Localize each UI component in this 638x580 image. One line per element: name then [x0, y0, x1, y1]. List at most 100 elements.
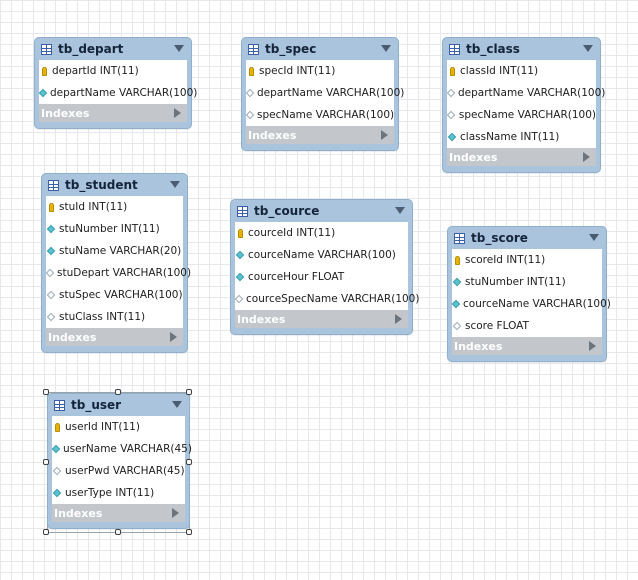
collapse-arrow-icon[interactable] [395, 207, 405, 214]
expand-arrow-icon[interactable] [381, 130, 388, 140]
column-row[interactable]: courceName VARCHAR(100) [451, 293, 611, 315]
column-label: courceName VARCHAR(100) [463, 298, 611, 310]
table-tb_spec[interactable]: tb_spec specId INT(11) departName VARCHA… [241, 37, 404, 151]
resize-handle-bottom[interactable] [115, 529, 121, 535]
resize-handle-left[interactable] [43, 459, 49, 465]
column-label: departName VARCHAR(100) [458, 87, 606, 99]
table-header[interactable]: tb_class [447, 38, 596, 60]
collapse-arrow-icon[interactable] [381, 45, 391, 52]
indexes-section[interactable]: Indexes [46, 328, 183, 346]
column-row[interactable]: classId INT(11) [447, 60, 596, 82]
column-label: stuClass INT(11) [59, 311, 146, 323]
column-label: specName VARCHAR(100) [257, 109, 395, 121]
indexes-label: Indexes [454, 339, 503, 353]
column-row[interactable]: specName VARCHAR(100) [245, 104, 395, 126]
table-tb_class[interactable]: tb_class classId INT(11) departName VARC… [442, 37, 605, 173]
nullable-column-icon [234, 294, 244, 304]
table-icon [248, 43, 259, 55]
collapse-arrow-icon[interactable] [589, 234, 599, 241]
column-row[interactable]: score FLOAT [452, 315, 602, 337]
collapse-arrow-icon[interactable] [172, 401, 182, 408]
column-row[interactable]: userId INT(11) [52, 416, 185, 438]
not-null-column-icon [452, 277, 462, 287]
table-tb_depart[interactable]: tb_depart departId INT(11) departName VA… [34, 37, 197, 129]
column-row[interactable]: departName VARCHAR(100) [446, 82, 605, 104]
column-row[interactable]: scoreId INT(11) [452, 249, 602, 271]
column-label: classId INT(11) [460, 65, 539, 77]
column-label: courceName VARCHAR(100) [248, 249, 396, 261]
primary-key-icon [248, 66, 254, 76]
table-icon [454, 232, 465, 244]
table-header[interactable]: tb_depart [39, 38, 187, 60]
table-header[interactable]: tb_score [452, 227, 602, 249]
table-icon [54, 399, 65, 411]
primary-key-icon [41, 66, 47, 76]
column-row[interactable]: departName VARCHAR(100) [38, 82, 197, 104]
table-tb_student[interactable]: tb_student stuId INT(11) stuNumber INT(1… [41, 173, 191, 353]
column-row[interactable]: stuName VARCHAR(20) [46, 240, 183, 262]
expand-arrow-icon[interactable] [395, 314, 402, 324]
column-row[interactable]: courceId INT(11) [235, 222, 408, 244]
column-row[interactable]: stuNumber INT(11) [46, 218, 183, 240]
resize-handle-bottom-left[interactable] [43, 529, 49, 535]
collapse-arrow-icon[interactable] [583, 45, 593, 52]
nullable-column-icon [52, 466, 62, 476]
expand-arrow-icon[interactable] [172, 508, 179, 518]
column-row[interactable]: userType INT(11) [52, 482, 185, 504]
indexes-section[interactable]: Indexes [52, 504, 185, 522]
column-label: userId INT(11) [65, 421, 140, 433]
column-row[interactable]: stuClass INT(11) [46, 306, 183, 328]
table-icon [449, 43, 460, 55]
table-tb_user[interactable]: tb_user userId INT(11) userName VARCHAR(… [47, 393, 192, 529]
column-row[interactable]: userName VARCHAR(45) [51, 438, 192, 460]
column-row[interactable]: userPwd VARCHAR(45) [52, 460, 185, 482]
column-row[interactable]: stuId INT(11) [46, 196, 183, 218]
column-row[interactable]: stuNumber INT(11) [452, 271, 602, 293]
column-row[interactable]: departId INT(11) [39, 60, 187, 82]
expand-arrow-icon[interactable] [170, 332, 177, 342]
table-header[interactable]: tb_user [52, 394, 185, 416]
indexes-section[interactable]: Indexes [39, 104, 187, 122]
resize-handle-right[interactable] [186, 459, 192, 465]
nullable-column-icon [46, 290, 56, 300]
table-header[interactable]: tb_student [46, 174, 183, 196]
indexes-section[interactable]: Indexes [452, 337, 602, 355]
column-row[interactable]: specName VARCHAR(100) [447, 104, 596, 126]
column-row[interactable]: specId INT(11) [246, 60, 394, 82]
nullable-column-icon [446, 88, 456, 98]
collapse-arrow-icon[interactable] [170, 181, 180, 188]
not-null-column-icon [235, 272, 245, 282]
indexes-section[interactable]: Indexes [235, 310, 408, 328]
table-name: tb_spec [265, 42, 317, 56]
expand-arrow-icon[interactable] [174, 108, 181, 118]
expand-arrow-icon[interactable] [589, 341, 596, 351]
table-header[interactable]: tb_spec [246, 38, 394, 60]
resize-handle-top-right[interactable] [186, 389, 192, 395]
resize-handle-bottom-right[interactable] [186, 529, 192, 535]
indexes-section[interactable]: Indexes [447, 148, 596, 166]
column-row[interactable]: className INT(11) [447, 126, 596, 148]
column-label: departName VARCHAR(100) [50, 87, 198, 99]
column-label: departName VARCHAR(100) [257, 87, 405, 99]
column-row[interactable]: courceSpecName VARCHAR(100) [234, 288, 419, 310]
collapse-arrow-icon[interactable] [174, 45, 184, 52]
table-icon [41, 43, 52, 55]
column-row[interactable]: courceName VARCHAR(100) [235, 244, 408, 266]
table-tb_score[interactable]: tb_score scoreId INT(11) stuNumber INT(1… [447, 226, 611, 362]
resize-handle-top[interactable] [115, 389, 121, 395]
table-header[interactable]: tb_cource [235, 200, 408, 222]
column-row[interactable]: courceHour FLOAT [235, 266, 408, 288]
column-label: scoreId INT(11) [465, 254, 546, 266]
column-row[interactable]: stuSpec VARCHAR(100) [46, 284, 183, 306]
column-label: specId INT(11) [259, 65, 336, 77]
indexes-label: Indexes [54, 506, 103, 520]
table-tb_cource[interactable]: tb_cource courceId INT(11) courceName VA… [230, 199, 419, 335]
resize-handle-top-left[interactable] [43, 389, 49, 395]
table-name: tb_score [471, 231, 528, 245]
column-label: score FLOAT [465, 320, 529, 332]
expand-arrow-icon[interactable] [583, 152, 590, 162]
indexes-section[interactable]: Indexes [246, 126, 394, 144]
column-row[interactable]: departName VARCHAR(100) [245, 82, 404, 104]
column-row[interactable]: stuDepart VARCHAR(100) [45, 262, 191, 284]
